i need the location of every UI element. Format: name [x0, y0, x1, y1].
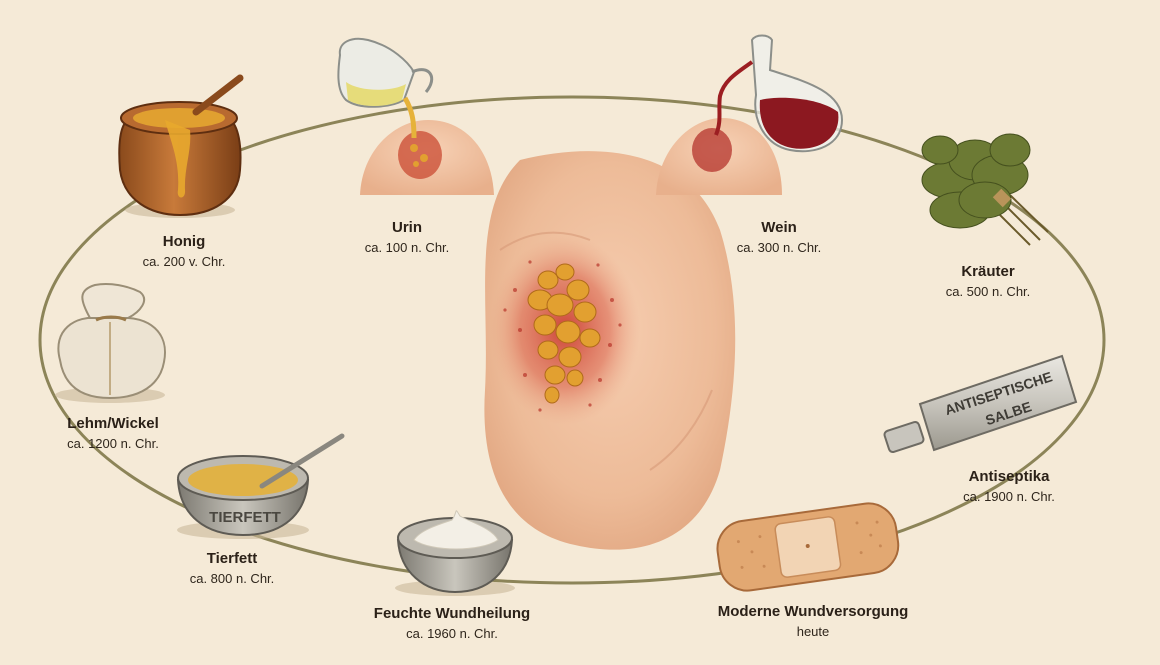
label-urin: Urin ca. 100 n. Chr.: [277, 218, 537, 258]
honey-pot-icon: [118, 74, 244, 218]
label-kraeuter: Kräuter ca. 500 n. Chr.: [858, 262, 1118, 302]
label-antiseptika: Antiseptika ca. 1900 n. Chr.: [879, 467, 1139, 507]
label-honig: Honig ca. 200 v. Chr.: [54, 232, 314, 272]
label-urin-date: ca. 100 n. Chr.: [364, 240, 450, 255]
label-lehm: Lehm/Wickel ca. 1200 n. Chr.: [0, 414, 243, 454]
label-feuchte-name: Feuchte Wundheilung: [373, 605, 531, 622]
label-antiseptika-date: ca. 1900 n. Chr.: [963, 489, 1055, 504]
ointment-tube-icon: ANTISEPTISCHE SALBE: [883, 354, 1078, 453]
wine-carafe-icon: [656, 34, 844, 195]
label-tierfett-date: ca. 800 n. Chr.: [189, 571, 275, 586]
cloth-bundle-icon: [55, 282, 166, 403]
fat-bowl-icon: TIERFETT: [176, 433, 345, 539]
label-urin-name: Urin: [392, 219, 422, 236]
herb-bundle-icon: [921, 133, 1049, 246]
label-wein-name: Wein: [761, 219, 797, 236]
label-feuchte: Feuchte Wundheilung ca. 1960 n. Chr.: [322, 604, 582, 644]
label-wein: Wein ca. 300 n. Chr.: [649, 218, 909, 258]
knee-wound-illustration: [484, 151, 736, 550]
label-moderne-date: heute: [796, 624, 830, 639]
label-tierfett-name: Tierfett: [206, 550, 258, 567]
label-moderne-name: Moderne Wundversorgung: [717, 603, 909, 620]
label-kraeuter-date: ca. 500 n. Chr.: [945, 284, 1031, 299]
label-feuchte-date: ca. 1960 n. Chr.: [406, 626, 498, 641]
label-antiseptika-name: Antiseptika: [968, 468, 1050, 485]
label-lehm-name: Lehm/Wickel: [67, 415, 159, 432]
label-honig-name: Honig: [162, 233, 206, 250]
label-moderne: Moderne Wundversorgung heute: [683, 602, 943, 642]
pitcher-icon: [337, 37, 494, 195]
bowl-label: TIERFETT: [209, 509, 281, 526]
label-kraeuter-name: Kräuter: [961, 263, 1015, 280]
label-tierfett: Tierfett ca. 800 n. Chr.: [102, 549, 362, 589]
timeline-ring: [38, 95, 1106, 585]
cream-bowl-icon: [395, 510, 515, 596]
bandage-icon: [716, 502, 900, 592]
label-lehm-date: ca. 1200 n. Chr.: [67, 436, 159, 451]
label-wein-date: ca. 300 n. Chr.: [736, 240, 822, 255]
label-honig-date: ca. 200 v. Chr.: [142, 254, 226, 269]
